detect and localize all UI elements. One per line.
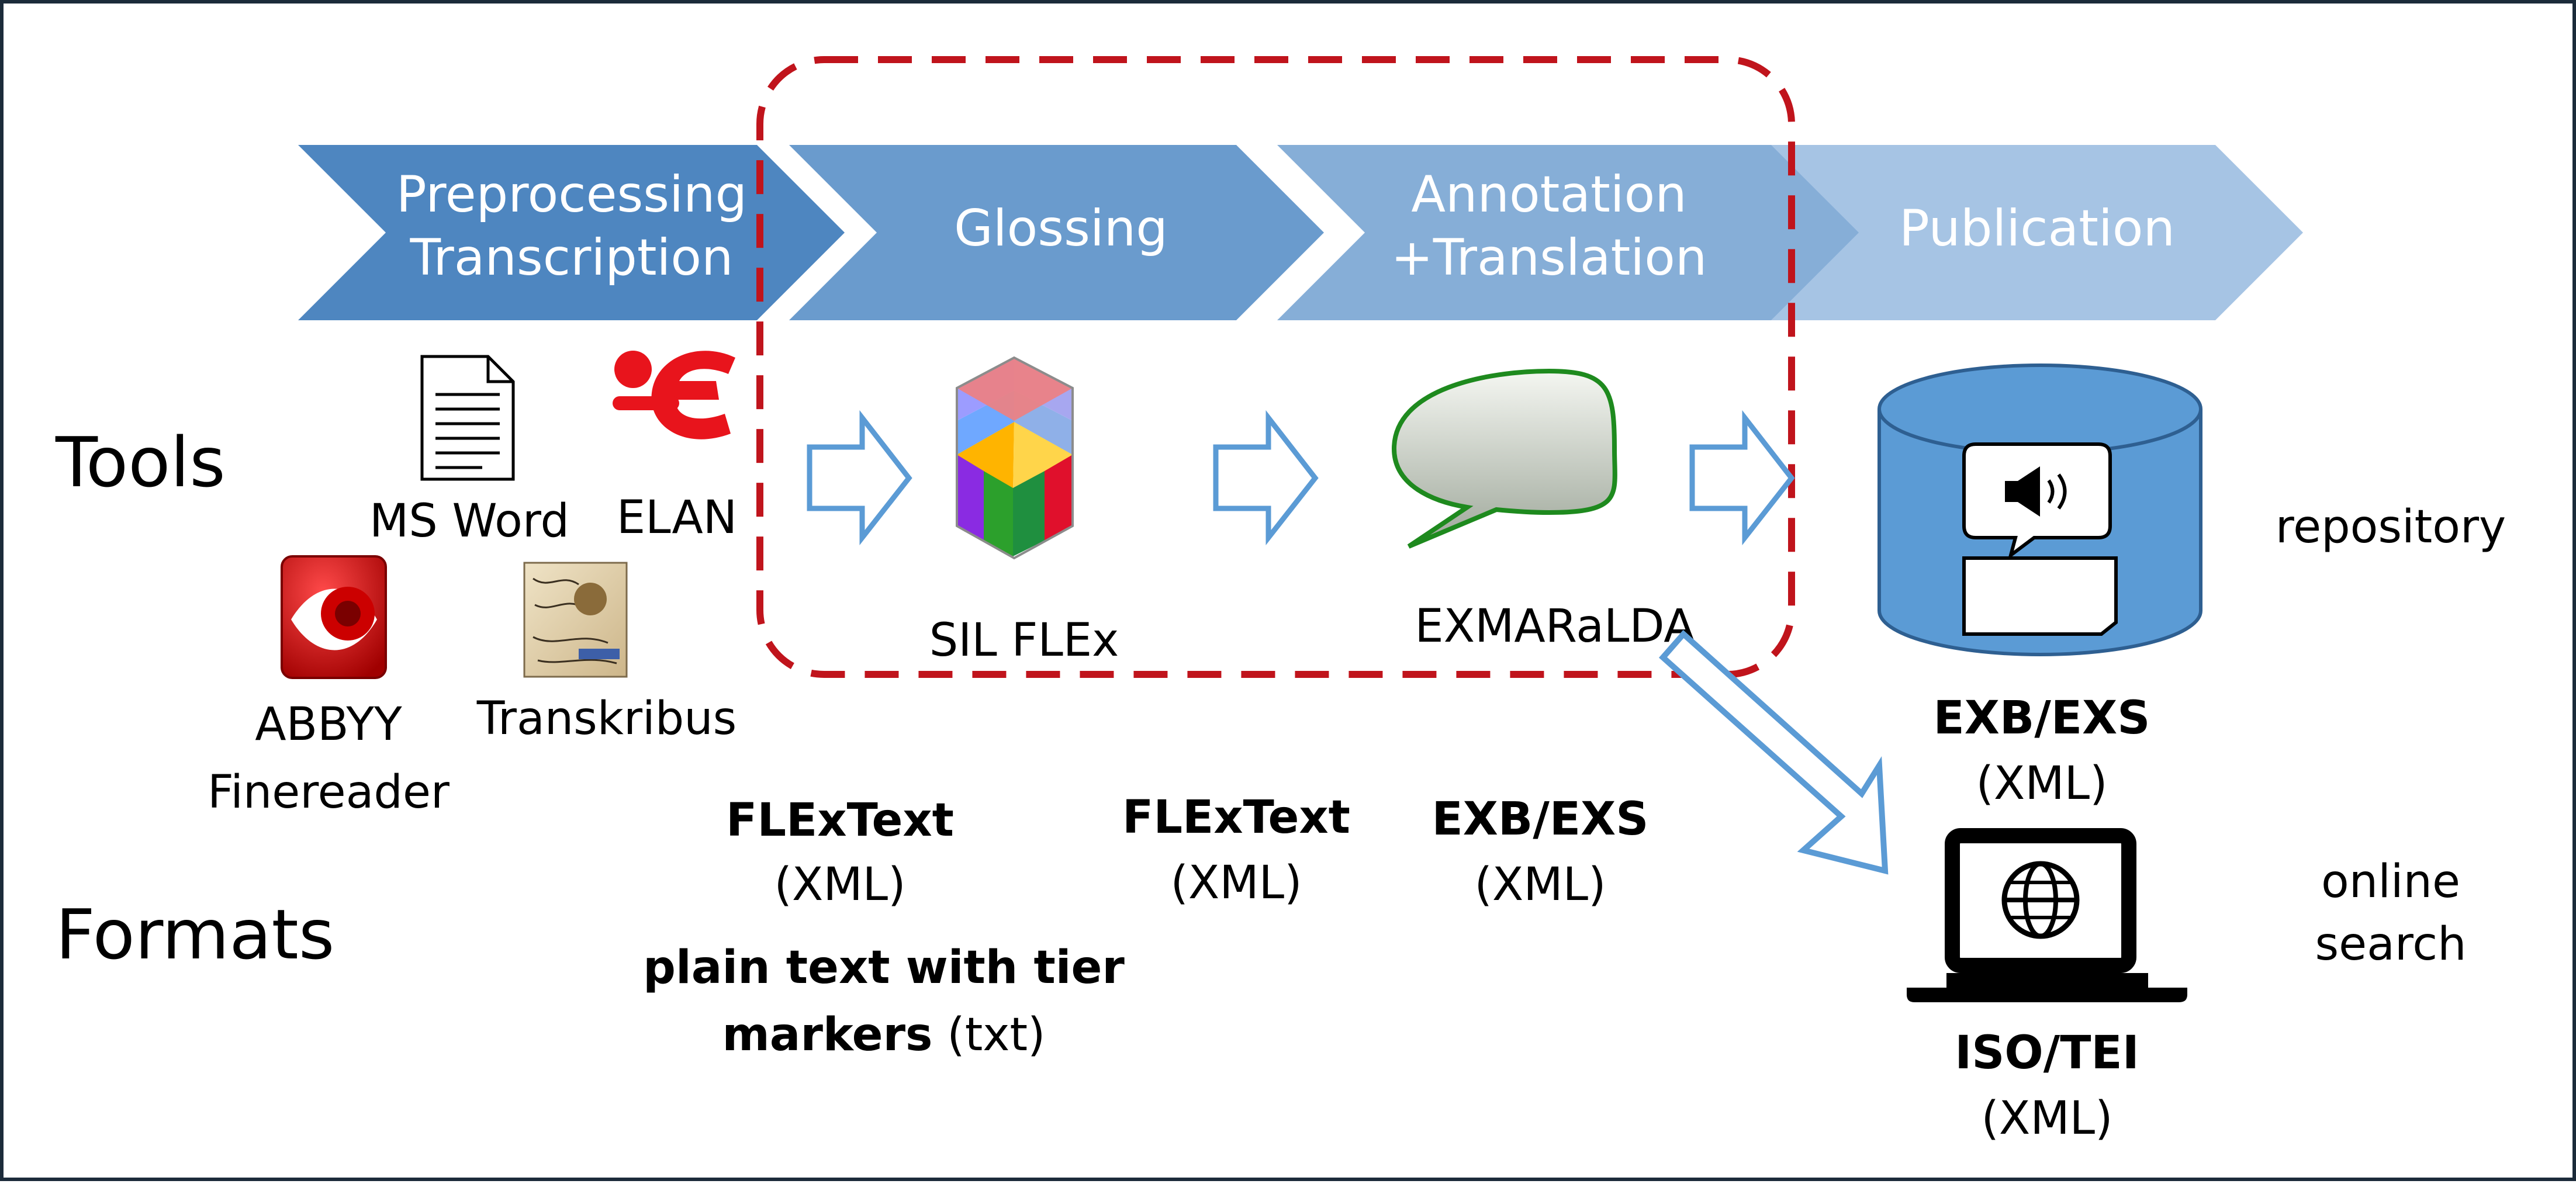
- format-plain-text-markers: markers: [722, 1009, 933, 1061]
- stage-glossing-label: Glossing: [954, 199, 1168, 258]
- stage-chevron-preprocessing: [298, 145, 845, 320]
- speaker-icon: [2005, 466, 2067, 517]
- format-plain-text-ext: (txt): [932, 1009, 1045, 1061]
- pipeline-header: Preprocessing Transcription Glossing Ann…: [298, 145, 2303, 320]
- stage-chevron-glossing: [789, 145, 1324, 320]
- stage-publication-label: Publication: [1899, 199, 2175, 258]
- tool-transkribus-label: Transkribus: [476, 693, 737, 745]
- format-iso-name: ISO/TEI: [1955, 1027, 2139, 1079]
- tool-elan-label: ELAN: [617, 491, 737, 544]
- database-cylinder-icon: [1877, 363, 2202, 656]
- flow-arrow-to-online: [1658, 629, 1889, 875]
- stage-preprocessing-line2: Transcription: [409, 229, 733, 287]
- tool-sil-flex-label: SIL FLEx: [929, 614, 1119, 667]
- flex-cube-logo: [956, 356, 1074, 560]
- stage-annotation-line1: Annotation: [1411, 165, 1687, 224]
- transkribus-logo: [523, 562, 628, 678]
- tool-abbyy-label-line2: Finereader: [208, 766, 450, 819]
- format-flextext-1-name: FLExText: [726, 794, 954, 847]
- stage-chevron-publication: [1765, 145, 2303, 320]
- speech-bubble-icon: [1391, 368, 1617, 549]
- laptop-icon: [1907, 828, 2187, 1002]
- globe-icon: [2001, 861, 2080, 939]
- flow-arrow-1: [807, 410, 912, 546]
- format-flextext-1-type: (XML): [774, 858, 905, 911]
- format-exb-1-name: EXB/EXS: [1432, 793, 1649, 846]
- tool-abbyy-label-line1: ABBYY: [255, 698, 402, 751]
- publication-online-label-line2: search: [2315, 918, 2466, 971]
- format-flextext-2-name: FLExText: [1122, 791, 1350, 844]
- abbyy-logo: [281, 555, 387, 679]
- stage-annotation-line2: +Translation: [1391, 229, 1707, 287]
- document-icon: [420, 355, 515, 481]
- publication-online-label-line1: online: [2321, 856, 2460, 908]
- flow-arrow-3: [1689, 410, 1795, 546]
- format-plain-text-line2: markers (txt): [722, 1009, 1046, 1061]
- row-label-tools: Tools: [55, 422, 226, 503]
- stage-chevron-annotation: [1277, 145, 1859, 320]
- elan-logo: [613, 351, 735, 439]
- format-iso-type: (XML): [1981, 1092, 2112, 1145]
- stage-preprocessing-line1: Preprocessing: [396, 165, 747, 224]
- focus-region-dashed-box: [756, 56, 1795, 678]
- format-exb-1-type: (XML): [1474, 858, 1606, 911]
- tool-exmaralda-label: EXMARaLDA: [1415, 600, 1695, 653]
- tool-ms-word-label: MS Word: [369, 495, 569, 548]
- publication-repository-label: repository: [2276, 501, 2506, 553]
- format-exb-publication-type: (XML): [1976, 757, 2107, 810]
- format-plain-text-line1: plain text with tier: [643, 941, 1125, 994]
- row-label-formats: Formats: [56, 894, 334, 975]
- flow-arrow-2: [1213, 410, 1319, 546]
- format-flextext-2-type: (XML): [1170, 857, 1302, 909]
- format-exb-publication-name: EXB/EXS: [1934, 692, 2150, 745]
